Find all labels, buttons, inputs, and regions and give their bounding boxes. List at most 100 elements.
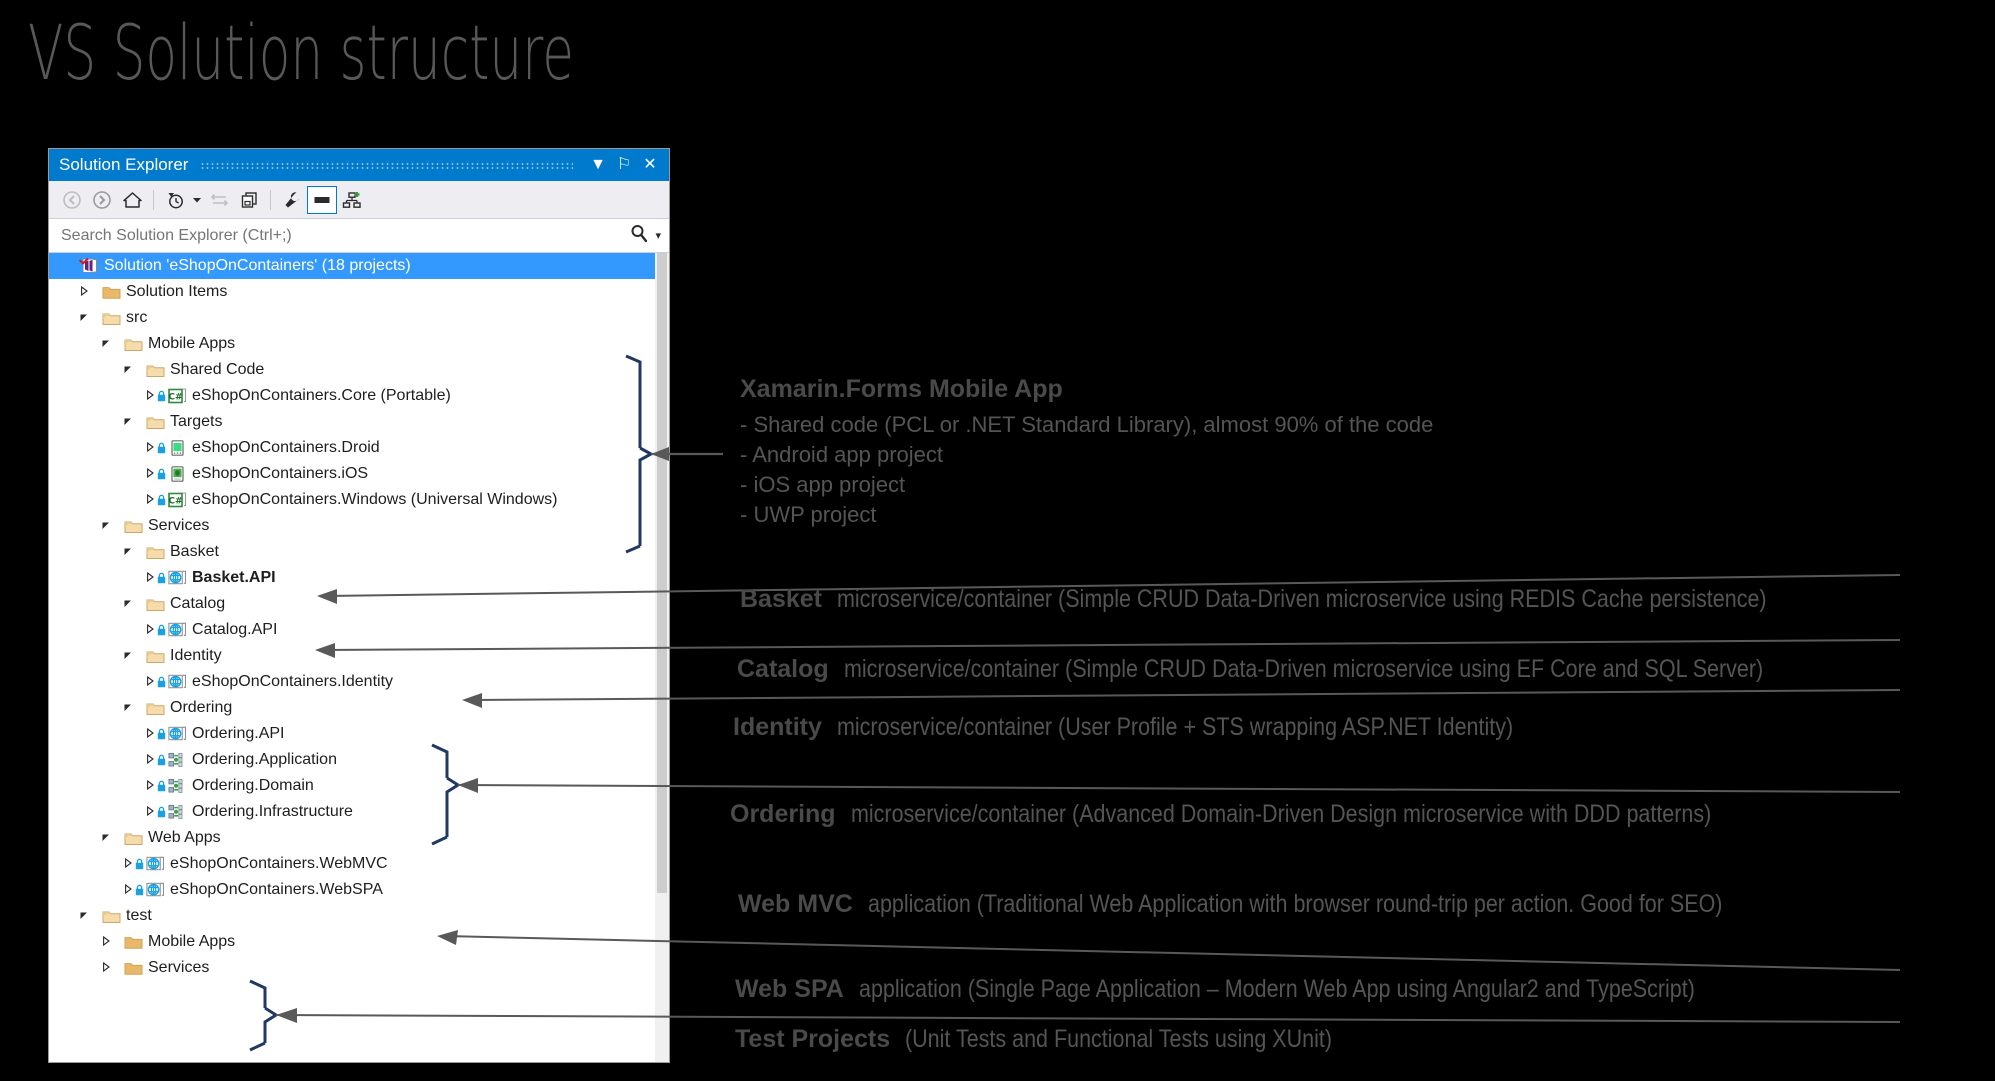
twisty-expanded-icon[interactable] [121, 650, 135, 662]
tree-row-label: Targets [170, 413, 223, 430]
solution-tree[interactable]: Solution 'eShopOnContainers' (18 project… [49, 253, 669, 1062]
tree-row[interactable]: Ordering.Infrastructure [49, 799, 669, 825]
tree-row-label: eShopOnContainers.Droid [192, 439, 380, 456]
twisty-collapsed-icon[interactable] [121, 883, 135, 896]
forward-icon[interactable] [87, 186, 117, 214]
twisty-expanded-icon[interactable] [121, 364, 135, 376]
tree-row[interactable]: Web Apps [49, 825, 669, 851]
tree-row[interactable]: Basket.API [49, 565, 669, 591]
tree-row-label: Web Apps [148, 829, 221, 846]
tree-row[interactable]: eShopOnContainers.WebSPA [49, 877, 669, 903]
twisty-collapsed-icon[interactable] [99, 961, 113, 974]
twisty-collapsed-icon[interactable] [99, 935, 113, 948]
svg-text:C#: C# [168, 392, 182, 402]
twisty-expanded-icon[interactable] [77, 312, 91, 324]
twisty-collapsed-icon[interactable] [143, 805, 157, 818]
pending-changes-icon[interactable] [160, 186, 190, 214]
search-input[interactable] [59, 225, 630, 246]
twisty-expanded-icon[interactable] [121, 416, 135, 428]
tree-row[interactable]: Services [49, 513, 669, 539]
twisty-collapsed-icon[interactable] [143, 753, 157, 766]
tree-row-label: Ordering [170, 699, 233, 716]
tree-row[interactable]: eShopOnContainers.Identity [49, 669, 669, 695]
twisty-collapsed-icon[interactable] [121, 857, 135, 870]
tree-row[interactable]: C#eShopOnContainers.Windows (Universal W… [49, 487, 669, 513]
back-icon[interactable] [57, 186, 87, 214]
tree-row-solution[interactable]: Solution 'eShopOnContainers' (18 project… [49, 253, 669, 279]
folder-open-icon [145, 699, 165, 717]
lock-icon [157, 806, 166, 818]
tree-row-label: Basket.API [192, 569, 276, 586]
tree-row-label: Mobile Apps [148, 335, 236, 352]
twisty-expanded-icon[interactable] [121, 598, 135, 610]
tree-row[interactable]: Services [49, 955, 669, 981]
folder-open-icon [123, 829, 143, 847]
search-icon[interactable] [629, 223, 649, 248]
close-icon[interactable]: ✕ [643, 156, 657, 173]
properties-icon[interactable] [277, 186, 307, 214]
lock-icon [157, 754, 166, 766]
twisty-collapsed-icon[interactable] [143, 493, 157, 506]
tree-row[interactable]: Shared Code [49, 357, 669, 383]
tree-row[interactable]: Catalog [49, 591, 669, 617]
twisty-collapsed-icon[interactable] [143, 571, 157, 584]
tree-row[interactable]: Basket [49, 539, 669, 565]
twisty-collapsed-icon[interactable] [77, 285, 91, 298]
annotation-tests-text: (Unit Tests and Functional Tests using X… [905, 1025, 1333, 1053]
lock-icon [135, 858, 144, 870]
tree-row[interactable]: Solution Items [49, 279, 669, 305]
tree-row[interactable]: Catalog.API [49, 617, 669, 643]
pin-icon[interactable]: ⚐ [616, 156, 632, 173]
tree-scrollbar[interactable] [655, 253, 669, 1062]
tree-row[interactable]: Ordering.Domain [49, 773, 669, 799]
tree-row[interactable]: eShopOnContainers.Droid [49, 435, 669, 461]
search-dropdown-icon[interactable]: ▾ [655, 230, 661, 242]
tree-row[interactable]: eShopOnContainers.iOS [49, 461, 669, 487]
tree-row-label: Ordering.Infrastructure [192, 803, 353, 820]
tree-row[interactable]: Ordering.API [49, 721, 669, 747]
tree-row-label: Services [148, 959, 210, 976]
android-icon [167, 439, 187, 457]
twisty-collapsed-icon[interactable] [143, 675, 157, 688]
tree-row[interactable]: Targets [49, 409, 669, 435]
twisty-expanded-icon[interactable] [99, 338, 113, 350]
tree-row[interactable]: Identity [49, 643, 669, 669]
annotation-catalog-bold: Catalog [737, 655, 829, 683]
scrollbar-thumb[interactable] [657, 253, 667, 893]
twisty-expanded-icon[interactable] [99, 832, 113, 844]
twisty-expanded-icon[interactable] [121, 702, 135, 714]
window-title: Solution Explorer [59, 155, 189, 174]
tree-row[interactable]: Mobile Apps [49, 331, 669, 357]
twisty-collapsed-icon[interactable] [143, 727, 157, 740]
twisty-collapsed-icon[interactable] [143, 467, 157, 480]
annotation-webspa-bold: Web SPA [735, 975, 844, 1003]
tree-row[interactable]: Mobile Apps [49, 929, 669, 955]
chevron-down-icon[interactable]: ▼ [590, 156, 606, 173]
tree-row[interactable]: Ordering [49, 695, 669, 721]
annotation-catalog-text: microservice/container (Simple CRUD Data… [843, 655, 1763, 683]
chevron-down-icon[interactable] [190, 186, 204, 214]
sync-with-active-document-icon[interactable] [204, 186, 234, 214]
tree-row[interactable]: src [49, 305, 669, 331]
tree-row[interactable]: Ordering.Application [49, 747, 669, 773]
twisty-expanded-icon[interactable] [121, 546, 135, 558]
twisty-collapsed-icon[interactable] [143, 623, 157, 636]
home-icon[interactable] [117, 186, 147, 214]
search-bar[interactable]: ▾ [49, 219, 669, 253]
twisty-collapsed-icon[interactable] [143, 779, 157, 792]
ios-icon [167, 465, 187, 483]
twisty-collapsed-icon[interactable] [143, 389, 157, 402]
twisty-expanded-icon[interactable] [77, 910, 91, 922]
preview-selected-items-icon[interactable] [307, 185, 337, 214]
twisty-expanded-icon[interactable] [99, 520, 113, 532]
show-all-files-icon[interactable] [337, 186, 367, 214]
folder-open-icon [145, 543, 165, 561]
titlebar-drag-handle[interactable] [200, 161, 573, 169]
lock-icon [157, 572, 166, 584]
tree-row[interactable]: test [49, 903, 669, 929]
tree-row[interactable]: C#eShopOnContainers.Core (Portable) [49, 383, 669, 409]
twisty-collapsed-icon[interactable] [143, 441, 157, 454]
tree-row[interactable]: eShopOnContainers.WebMVC [49, 851, 669, 877]
solution-explorer-toolbar [49, 181, 669, 219]
refresh-icon[interactable] [234, 186, 264, 214]
